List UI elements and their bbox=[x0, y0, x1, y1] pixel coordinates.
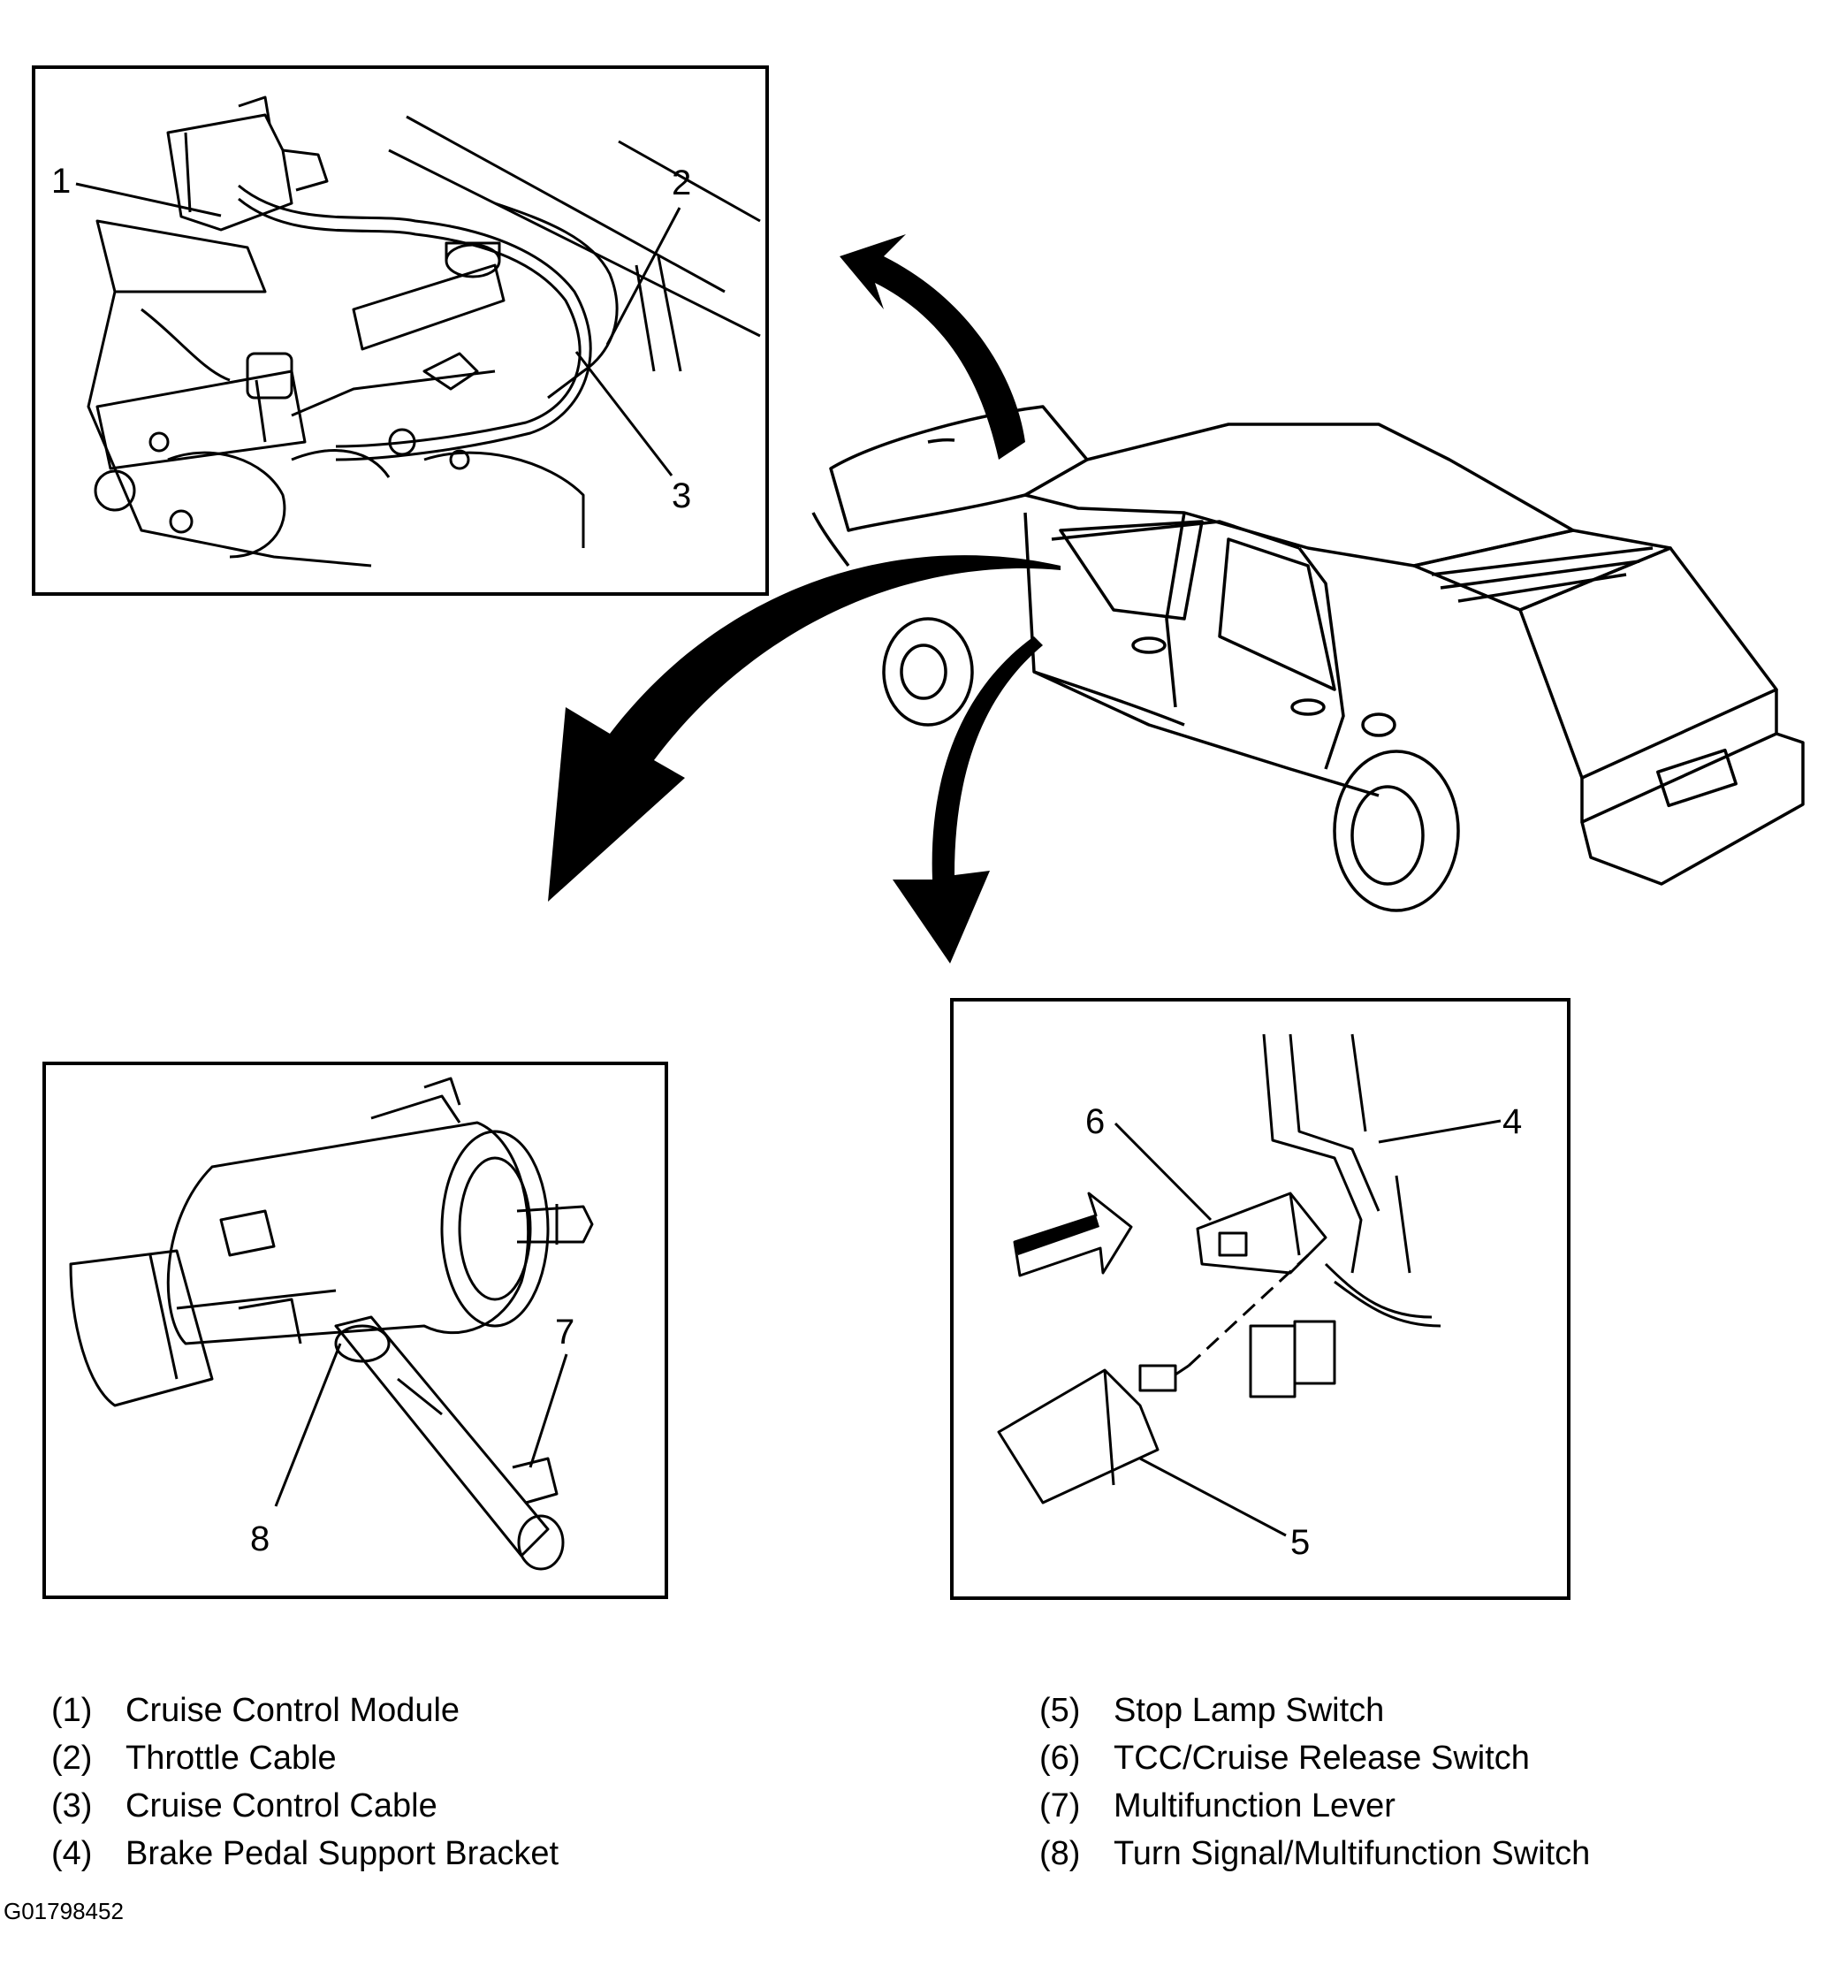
legend-label: Throttle Cable bbox=[125, 1740, 337, 1777]
legend-item: (4) Brake Pedal Support Bracket bbox=[51, 1830, 559, 1878]
callout-8: 8 bbox=[250, 1520, 270, 1558]
callout-6: 6 bbox=[1085, 1102, 1105, 1141]
arrow-to-engine-inset bbox=[840, 234, 1025, 460]
legend-label: Cruise Control Module bbox=[125, 1692, 460, 1729]
vehicle-illustration bbox=[811, 405, 1805, 912]
legend-number: (2) bbox=[51, 1740, 93, 1777]
legend-label: Brake Pedal Support Bracket bbox=[125, 1835, 559, 1872]
legend-item: (5) Stop Lamp Switch bbox=[1039, 1687, 1590, 1734]
pointer-arrows bbox=[548, 234, 1061, 964]
figure-id: G01798452 bbox=[4, 1898, 124, 1924]
engine-compartment-inset: 1 2 3 bbox=[32, 65, 769, 596]
legend-number: (8) bbox=[1039, 1835, 1081, 1872]
callout-2: 2 bbox=[672, 164, 691, 202]
legend-number: (5) bbox=[1039, 1692, 1081, 1729]
legend-label: TCC/Cruise Release Switch bbox=[1114, 1740, 1530, 1777]
arrow-to-pedal-inset bbox=[893, 636, 1043, 964]
callout-3: 3 bbox=[672, 476, 691, 515]
legend-item: (2) Throttle Cable bbox=[51, 1734, 559, 1782]
callout-5: 5 bbox=[1290, 1523, 1310, 1562]
callout-4: 4 bbox=[1502, 1102, 1522, 1141]
legend-label: Turn Signal/Multifunction Switch bbox=[1114, 1835, 1591, 1872]
legend-item: (7) Multifunction Lever bbox=[1039, 1782, 1590, 1830]
brake-pedal-bracket-inset: 4 6 5 bbox=[950, 998, 1570, 1600]
legend-number: (7) bbox=[1039, 1787, 1081, 1824]
legend-number: (3) bbox=[51, 1787, 93, 1824]
legend-label: Stop Lamp Switch bbox=[1114, 1692, 1385, 1729]
legend-right: (5) Stop Lamp Switch (6) TCC/Cruise Releas… bbox=[1039, 1687, 1590, 1878]
callout-7: 7 bbox=[555, 1313, 574, 1352]
legend-left: (1) Cruise Control Module (2) Throttle Cab… bbox=[51, 1687, 559, 1878]
arrow-to-steering-inset bbox=[548, 555, 1061, 902]
legend-item: (6) TCC/Cruise Release Switch bbox=[1039, 1734, 1590, 1782]
callout-1: 1 bbox=[51, 162, 71, 201]
legend-item: (1) Cruise Control Module bbox=[51, 1687, 559, 1734]
legend-number: (4) bbox=[51, 1835, 93, 1872]
legend-label: Cruise Control Cable bbox=[125, 1787, 437, 1824]
legend-label: Multifunction Lever bbox=[1114, 1787, 1396, 1824]
legend-number: (6) bbox=[1039, 1740, 1081, 1777]
steering-column-inset: 7 8 bbox=[42, 1062, 668, 1599]
legend-item: (8) Turn Signal/Multifunction Switch bbox=[1039, 1830, 1590, 1878]
legend-item: (3) Cruise Control Cable bbox=[51, 1782, 559, 1830]
legend-number: (1) bbox=[51, 1692, 93, 1729]
